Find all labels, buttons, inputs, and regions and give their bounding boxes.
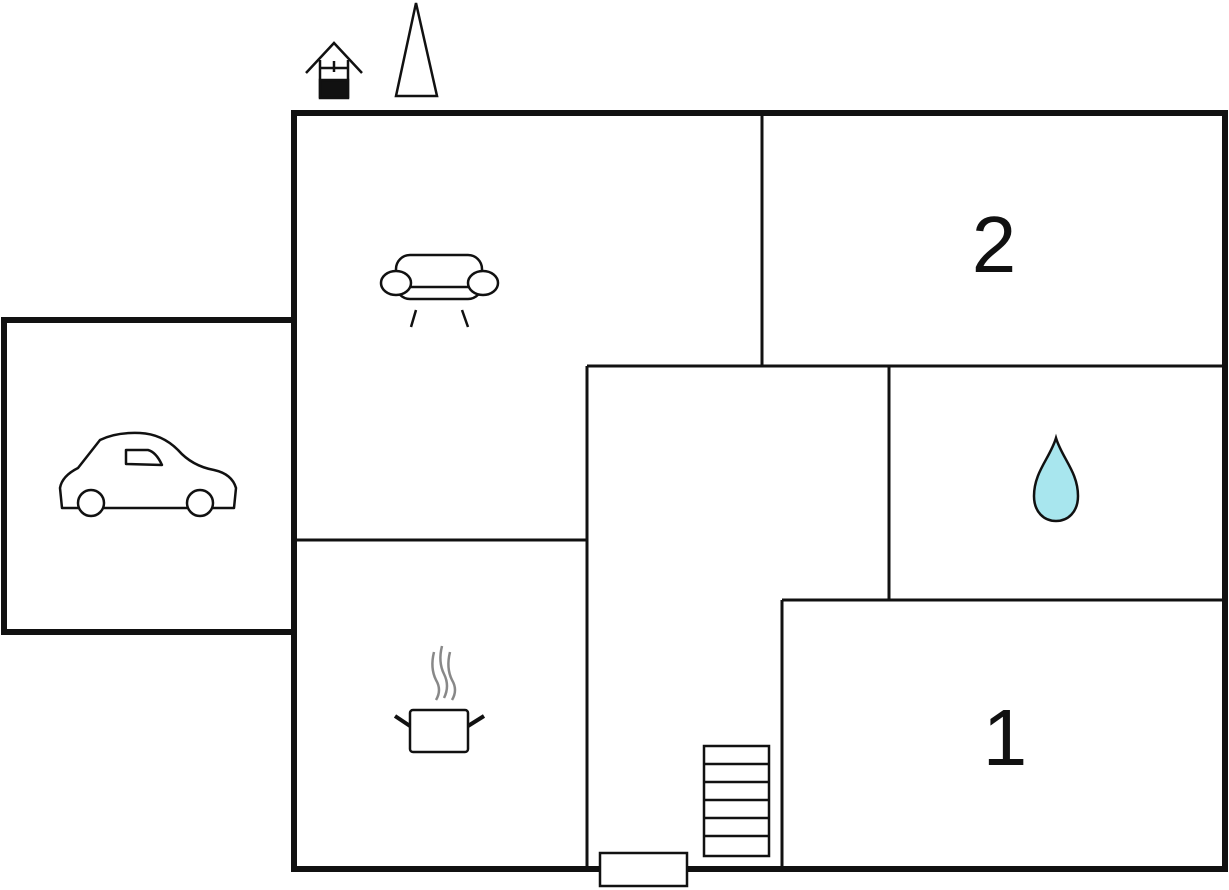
well-icon bbox=[305, 41, 363, 100]
bedroom-2-label: 2 bbox=[972, 200, 1017, 289]
car-icon bbox=[58, 431, 238, 518]
bedroom-1-label: 1 bbox=[983, 693, 1028, 782]
tree-icon bbox=[394, 2, 439, 98]
water-drop-icon bbox=[1032, 433, 1080, 523]
stairs-icon bbox=[702, 744, 771, 858]
doormat-icon bbox=[598, 851, 689, 888]
interior-walls bbox=[294, 115, 1225, 869]
sofa-icon bbox=[379, 253, 500, 328]
cooking-pot-icon bbox=[393, 645, 486, 754]
